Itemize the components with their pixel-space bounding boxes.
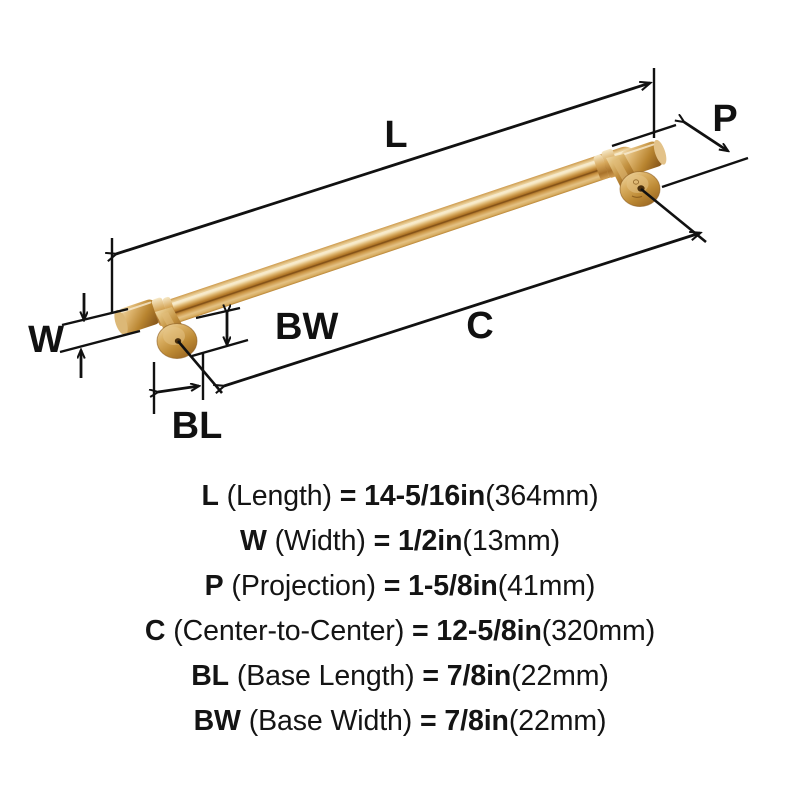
spec-value-base-length: 7/8in	[446, 660, 512, 692]
spec-code-base-width: BW	[193, 705, 241, 737]
spec-metric-center-to-center: (320mm)	[541, 615, 656, 647]
dimension-base-length: BL	[154, 352, 222, 447]
product-diagram: L C P	[28, 68, 749, 447]
dimension-label-base-width: BW	[275, 306, 338, 348]
spec-metric-base-length: (22mm)	[511, 660, 609, 692]
base-width-extension-bottom	[191, 338, 249, 358]
width-extension-top	[61, 307, 129, 327]
spec-name-base-length: (Base Length)	[236, 660, 415, 692]
spec-code-projection: P	[204, 570, 224, 602]
spec-metric-width: (13mm)	[462, 525, 560, 557]
projection-dimension-line	[684, 122, 728, 151]
projection-extension-bottom	[661, 156, 749, 189]
spec-row-base-length: BL (Base Length) = 7/8in(22mm)	[0, 654, 800, 699]
spec-code-length: L	[201, 480, 219, 512]
dimension-label-base-length: BL	[172, 405, 223, 447]
spec-code-base-length: BL	[191, 660, 229, 692]
dimension-label-center-to-center: C	[466, 305, 493, 347]
length-dimension-line	[116, 83, 650, 254]
specification-list: L (Length) = 14-5/16in(364mm) W (Width) …	[0, 474, 800, 744]
spec-name-width: (Width)	[274, 525, 366, 557]
ctc-dimension-line	[224, 233, 700, 386]
spec-row-width: W (Width) = 1/2in(13mm)	[0, 519, 800, 564]
spec-equals-base-width: =	[420, 705, 437, 737]
left-post-assembly	[114, 296, 198, 359]
spec-code-center-to-center: C	[144, 615, 166, 647]
spec-name-base-width: (Base Width)	[248, 705, 413, 737]
spec-equals-projection: =	[383, 570, 401, 602]
dimension-label-width: W	[28, 319, 64, 361]
spec-name-projection: (Projection)	[231, 570, 376, 602]
dimension-label-projection: P	[712, 98, 737, 140]
spec-row-center-to-center: C (Center-to-Center) = 12-5/8in(320mm)	[0, 609, 800, 654]
spec-equals-width: =	[373, 525, 391, 557]
spec-metric-base-width: (22mm)	[508, 705, 607, 737]
spec-row-length: L (Length) = 14-5/16in(364mm)	[0, 474, 800, 519]
spec-value-length: 14-5/16in	[364, 480, 486, 512]
dimension-width: W	[28, 293, 141, 378]
width-extension-bottom	[59, 329, 141, 354]
spec-metric-length: (364mm)	[485, 480, 599, 512]
dimension-center-to-center: C	[177, 187, 707, 393]
right-post-assembly	[593, 139, 667, 207]
dimension-label-length: L	[384, 114, 407, 156]
projection-extension-top	[611, 123, 677, 148]
diagram-svg: L C P	[28, 68, 749, 447]
base-width-extension-top	[195, 306, 241, 320]
dimension-length: L	[112, 68, 656, 313]
base-length-dimension-line	[158, 386, 199, 392]
spec-value-base-width: 7/8in	[444, 705, 509, 737]
spec-value-width: 1/2in	[397, 525, 463, 557]
spec-row-projection: P (Projection) = 1-5/8in(41mm)	[0, 564, 800, 609]
spec-equals-length: =	[339, 480, 357, 512]
dimension-base-width: BW	[191, 306, 338, 358]
spec-metric-projection: (41mm)	[497, 570, 596, 602]
spec-value-center-to-center: 12-5/8in	[436, 615, 542, 647]
spec-value-projection: 1-5/8in	[408, 570, 498, 602]
handle-illustration	[114, 139, 667, 359]
spec-equals-center-to-center: =	[412, 615, 429, 647]
dimension-projection: P	[611, 98, 749, 189]
spec-name-center-to-center: (Center-to-Center)	[173, 615, 405, 647]
spec-row-base-width: BW (Base Width) = 7/8in(22mm)	[0, 699, 800, 744]
spec-code-width: W	[239, 525, 267, 557]
grip-bar	[160, 146, 638, 324]
spec-name-length: (Length)	[226, 480, 332, 512]
spec-equals-base-length: =	[422, 660, 439, 692]
